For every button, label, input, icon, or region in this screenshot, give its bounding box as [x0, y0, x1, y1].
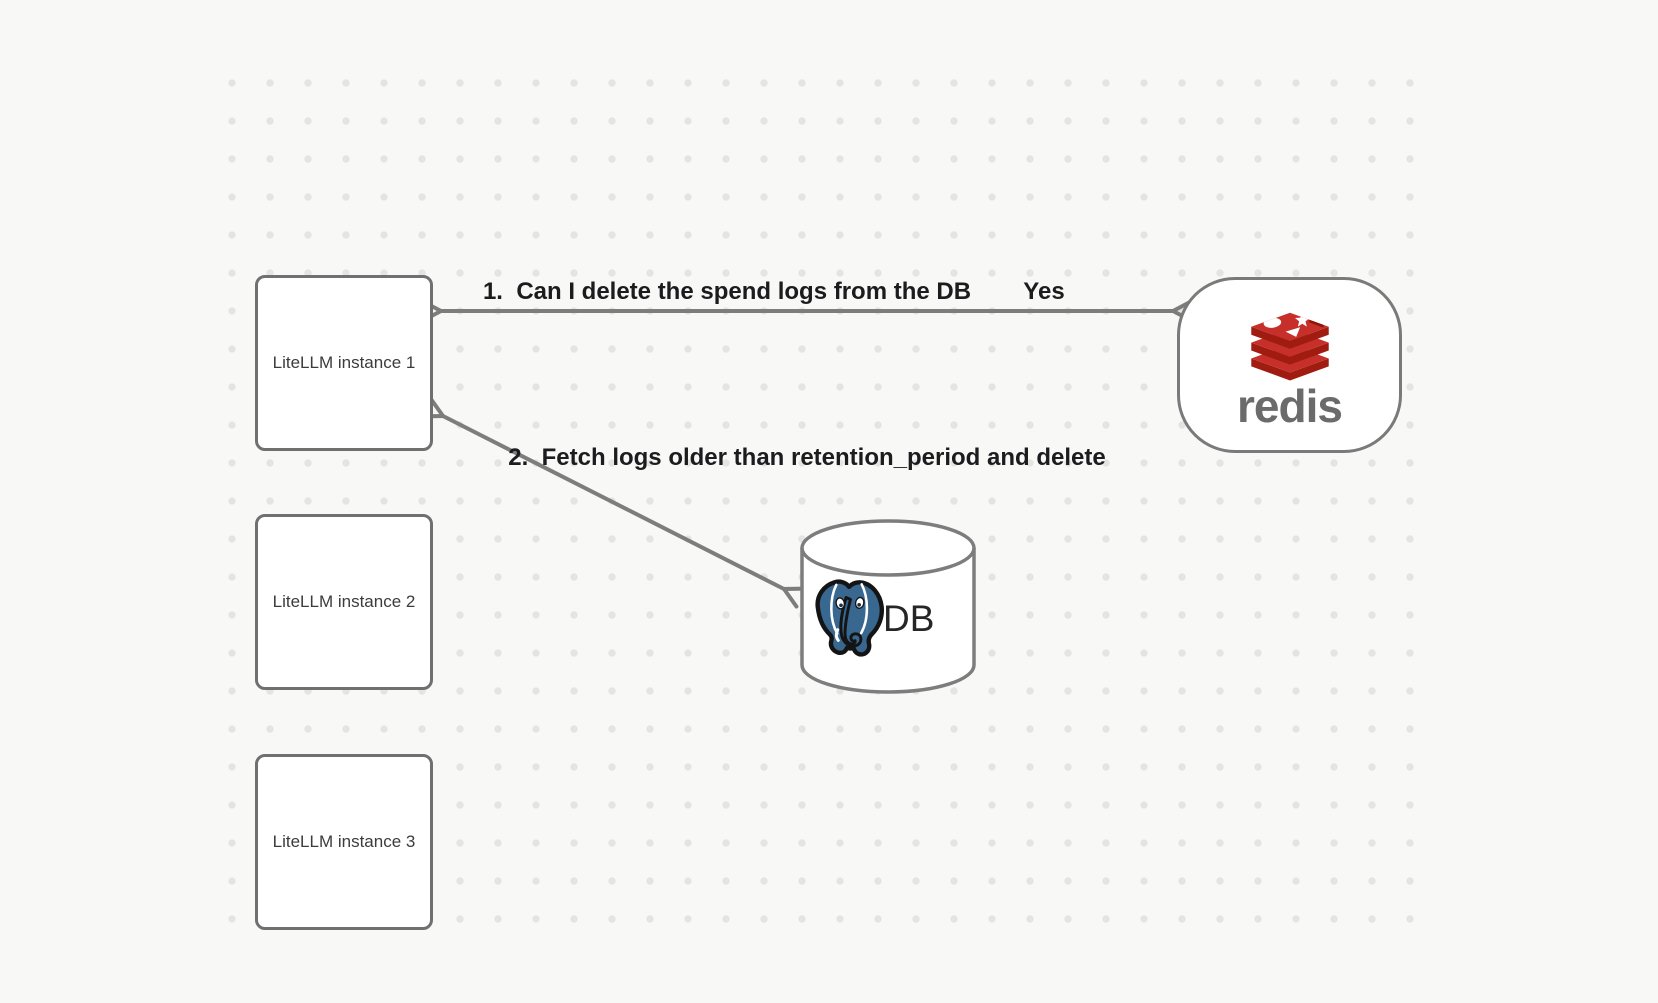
edge2-label: 2. Fetch logs older than retention_perio…	[508, 444, 1106, 471]
db-label: DB	[883, 598, 935, 639]
redis-logo-icon	[1250, 312, 1329, 380]
litellm-instance-2-label: LiteLLM instance 2	[272, 592, 416, 611]
redis-node: redis	[1177, 277, 1402, 453]
litellm-instance-3-node: LiteLLM instance 3	[255, 754, 433, 930]
litellm-instance-2-node: LiteLLM instance 2	[255, 514, 433, 690]
litellm-instance-3-label: LiteLLM instance 3	[272, 832, 416, 851]
edge2-arrow	[443, 416, 784, 589]
postgresql-elephant-icon	[815, 579, 884, 657]
edge1-response-label: Yes	[1023, 278, 1065, 305]
redis-wordmark: redis	[1237, 379, 1343, 432]
edge1-question-label: 1. Can I delete the spend logs from the …	[482, 278, 972, 305]
db-cylinder-node: DB	[798, 518, 978, 696]
litellm-instance-1-label: LiteLLM instance 1	[272, 353, 416, 372]
litellm-instance-1-node: LiteLLM instance 1	[255, 275, 433, 451]
